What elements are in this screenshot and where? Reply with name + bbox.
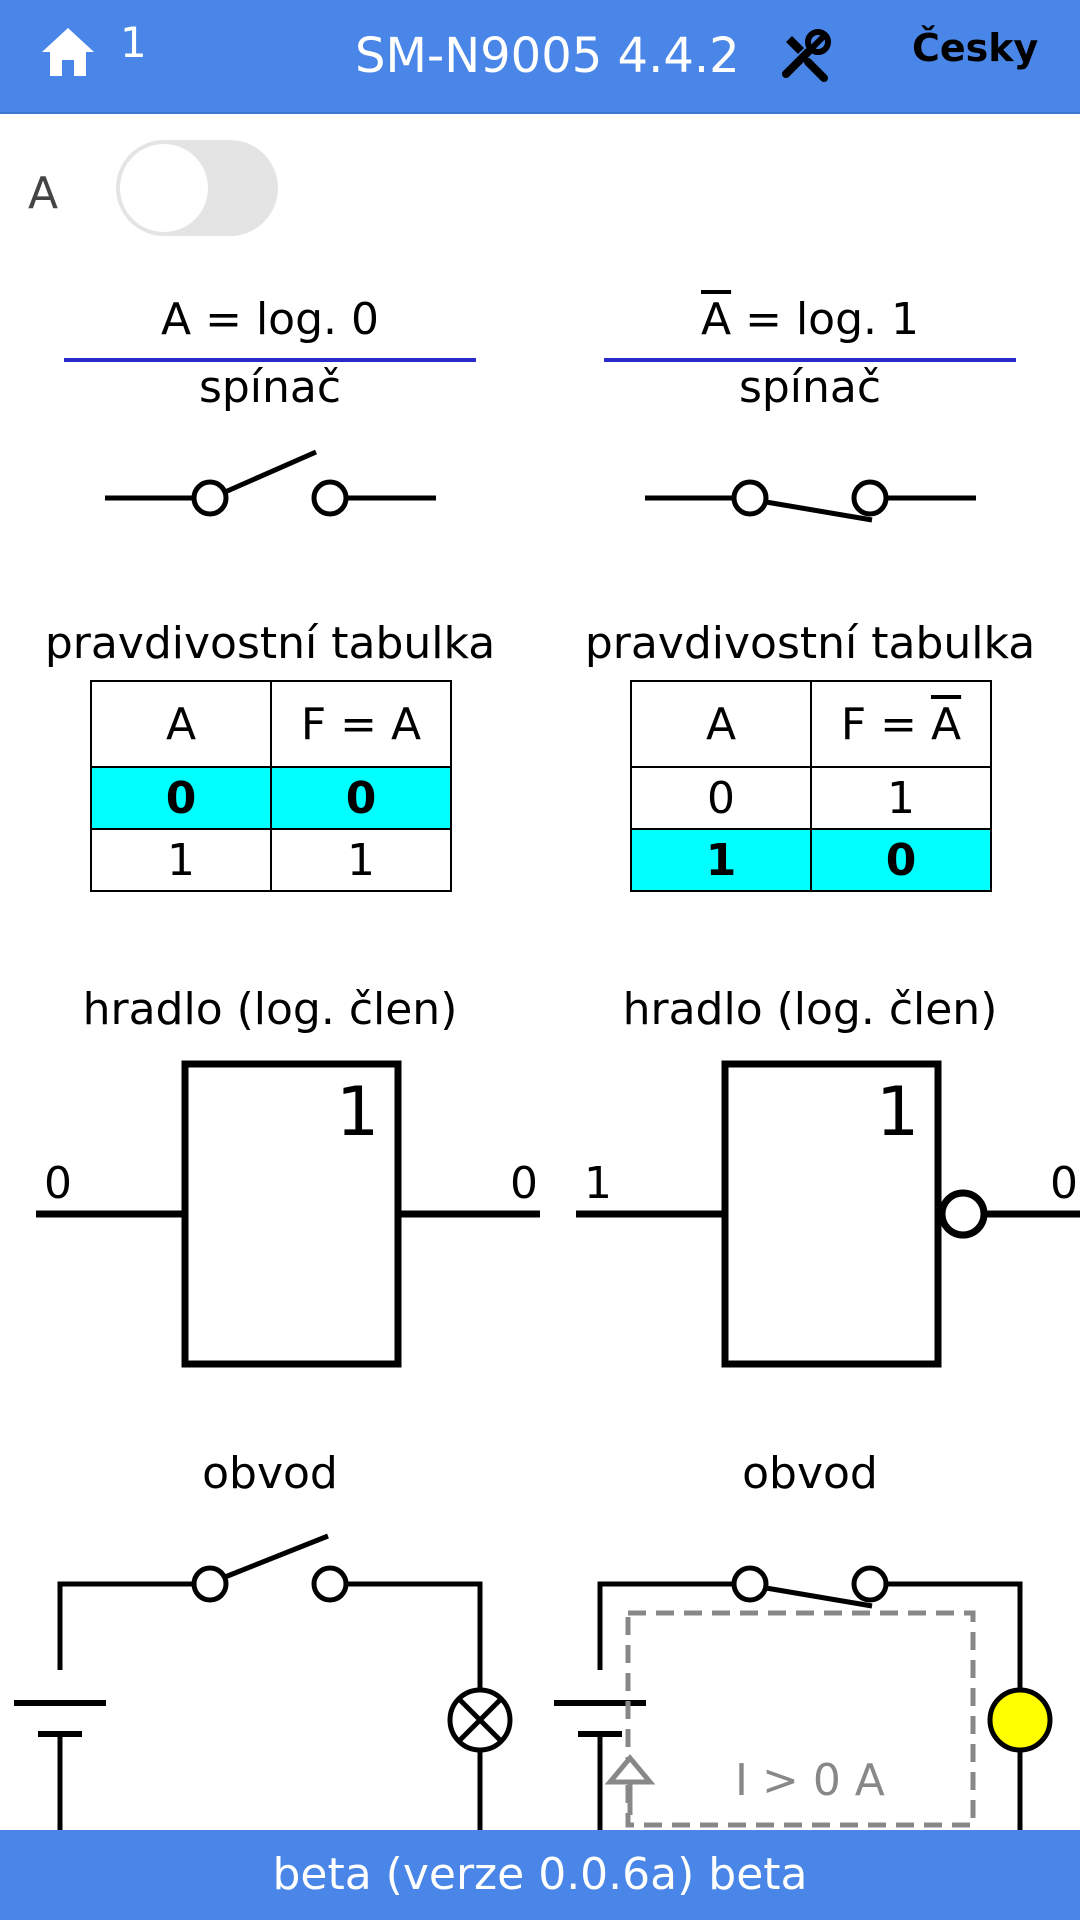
switch-caption-left: spínač: [198, 362, 342, 413]
truth-cell: 0: [630, 766, 812, 830]
truth-head-prefix: F =: [840, 698, 932, 750]
state-rest-left: = log. 0: [191, 294, 379, 345]
gate-symbol: 1: [336, 1073, 379, 1152]
switch-caption-right: spínač: [738, 362, 882, 413]
app-title: SM-N9005 4.4.2: [355, 28, 740, 84]
truth-row: 1 1: [90, 828, 452, 892]
left-column: A = log. 0 spínač pravdivostní tabulka A…: [0, 0, 540, 1830]
truth-cell: 0: [270, 766, 452, 830]
truth-cell: 1: [270, 828, 452, 892]
truth-head-cell: A: [630, 680, 812, 768]
truth-head-negated: A: [931, 698, 962, 750]
home-icon[interactable]: [38, 22, 98, 82]
state-rest-right: = log. 1: [731, 294, 919, 345]
gate-input-value: 0: [44, 1158, 72, 1209]
top-bar: 1 SM-N9005 4.4.2 Česky: [0, 0, 1080, 114]
version-footer: beta (verze 0.0.6a) beta: [0, 1830, 1080, 1920]
open-switch-symbol: [105, 449, 436, 517]
arrow-up-icon: [604, 1754, 656, 1815]
truth-head-cell: F = A: [270, 680, 452, 768]
not-gate-symbol: 1 1 0: [576, 1060, 1080, 1368]
truth-cell: 1: [90, 828, 272, 892]
right-column: A = log. 1 spínač pravdivostní tabulka A…: [540, 0, 1080, 1830]
truth-row-highlighted: 0 0: [90, 766, 452, 830]
truth-row: 0 1: [630, 766, 992, 830]
current-flow-indicator: [625, 1610, 976, 1828]
gate-output-value: 0: [510, 1158, 538, 1209]
truth-header-row: A F = A: [630, 680, 992, 768]
truth-cell: 0: [90, 766, 272, 830]
truth-row-highlighted: 1 0: [630, 828, 992, 892]
gate-caption-left: hradlo (log. člen): [82, 984, 458, 1035]
toggle-label: A: [28, 168, 59, 219]
lamp-on-icon: [987, 1687, 1053, 1753]
truth-head-cell: A: [90, 680, 272, 768]
page-number: 1: [120, 18, 147, 67]
state-label-right: A = log. 1: [604, 290, 1016, 362]
toggle-knob[interactable]: [120, 144, 208, 232]
truth-table-left: A F = A 0 0 1 1: [90, 680, 452, 892]
truth-table-right: A F = A 0 1 1 0: [630, 680, 992, 892]
truth-cell: 0: [810, 828, 992, 892]
truth-cell: 1: [630, 828, 812, 892]
input-a-toggle[interactable]: [116, 140, 278, 236]
state-var-right: A: [701, 294, 732, 345]
gate-output-value: 0: [1050, 1158, 1078, 1209]
circuit-caption-right: obvod: [742, 1448, 878, 1499]
truth-header-row: A F = A: [90, 680, 452, 768]
tools-icon[interactable]: [778, 28, 832, 82]
truth-head-cell: F = A: [810, 680, 992, 768]
truth-caption-left: pravdivostní tabulka: [44, 618, 496, 669]
truth-cell: 1: [810, 766, 992, 830]
current-label: I > 0 A: [735, 1755, 885, 1806]
language-button[interactable]: Česky: [912, 26, 1039, 70]
gate-input-value: 1: [584, 1158, 612, 1209]
circuit-diagram-left: [0, 1533, 513, 1830]
gate-symbol: 1: [876, 1073, 919, 1152]
state-label-left: A = log. 0: [64, 290, 476, 362]
truth-caption-right: pravdivostní tabulka: [584, 618, 1036, 669]
circuit-diagram-right: I > 0 A: [540, 1565, 1053, 1830]
lamp-off-icon: [447, 1687, 513, 1753]
state-var-left: A: [161, 294, 192, 345]
input-toggle-row: A: [0, 140, 400, 236]
closed-switch-symbol: [645, 479, 976, 523]
gate-caption-right: hradlo (log. člen): [622, 984, 998, 1035]
circuit-caption-left: obvod: [202, 1448, 338, 1499]
buffer-gate-symbol: 1 0 0: [36, 1060, 540, 1368]
